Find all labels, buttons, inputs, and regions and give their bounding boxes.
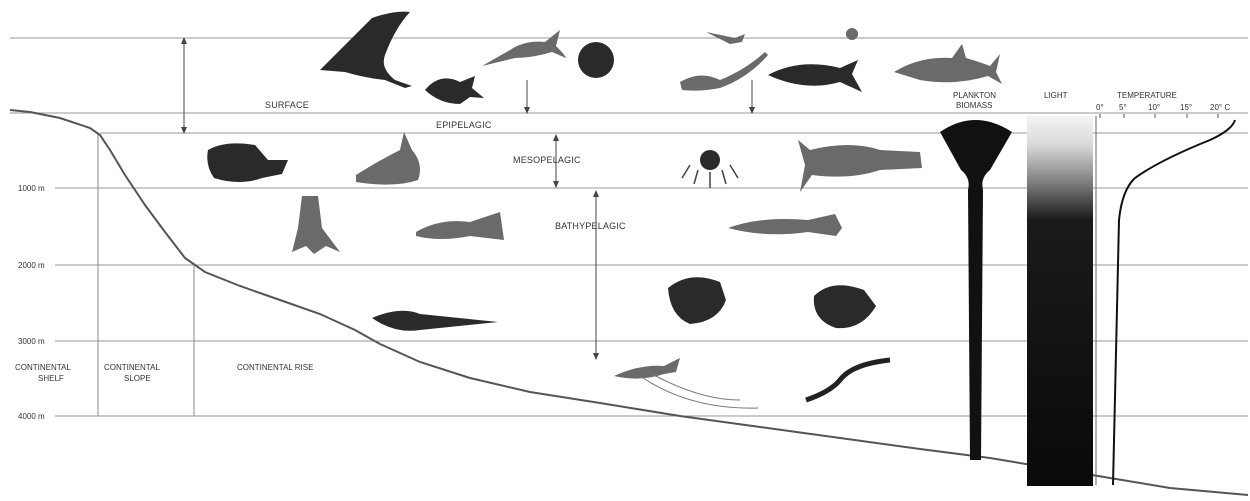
temp-tick-15: 15° xyxy=(1180,103,1192,112)
temperature-label: TEMPERATURE xyxy=(1117,91,1177,100)
tripod-fish-fins xyxy=(640,374,758,408)
manta-ray-icon xyxy=(320,12,412,88)
zone-label-surface: SURFACE xyxy=(265,100,309,110)
bathypelagic-arrow xyxy=(593,190,599,360)
tuna-icon xyxy=(768,60,862,92)
siphonophore-icon xyxy=(682,150,738,188)
lanternfish-icon xyxy=(728,214,842,236)
rise-label: CONTINENTAL RISE xyxy=(237,363,313,372)
jack-fish-icon xyxy=(425,76,484,104)
depth-label-2000: 2000 m xyxy=(18,261,45,270)
slope-label-line2: SLOPE xyxy=(124,374,151,383)
eel-surface-icon xyxy=(680,52,768,91)
zone-label-mesopelagic: MESOPELAGIC xyxy=(513,155,581,165)
jellyfish-icon xyxy=(846,28,858,40)
light-gradient-panel xyxy=(1027,116,1093,486)
squid-icon xyxy=(292,196,340,254)
temperature-curve xyxy=(1113,120,1235,485)
zone-label-epipelagic: EPIPELAGIC xyxy=(436,120,492,130)
depth-label-3000: 3000 m xyxy=(18,337,45,346)
shelf-label-line1: CONTINENTAL xyxy=(15,363,71,372)
plankton-label-line1: PLANKTON xyxy=(953,91,996,100)
depth-label-1000: 1000 m xyxy=(18,184,45,193)
shelf-label-line2: SHELF xyxy=(38,374,64,383)
deep-eel-icon xyxy=(806,360,890,400)
surface-depth-arrow xyxy=(181,37,187,134)
tripod-fish-icon xyxy=(614,358,680,379)
temp-tick-5: 5° xyxy=(1119,103,1127,112)
sunfish-icon xyxy=(578,42,614,78)
shrimp-icon xyxy=(356,132,420,185)
gulper-icon xyxy=(416,212,504,240)
plankton-biomass-shape xyxy=(940,120,1012,460)
depth-label-4000: 4000 m xyxy=(18,412,45,421)
swordfish-icon xyxy=(482,30,566,66)
temp-tick-0: 0° xyxy=(1096,103,1104,112)
hatchetfish-icon xyxy=(207,143,288,182)
anglerfish-icon xyxy=(668,262,726,324)
anglerfish-2-icon xyxy=(814,285,876,328)
light-label: LIGHT xyxy=(1044,91,1068,100)
temperature-ticks: 0° 5° 10° 15° 20° C xyxy=(1096,103,1230,118)
zone-label-bathypelagic: BATHYPELAGIC xyxy=(555,221,626,231)
temp-tick-10: 10° xyxy=(1148,103,1160,112)
rattail-icon xyxy=(372,298,498,331)
shark-icon xyxy=(894,44,1002,84)
slope-label-line1: CONTINENTAL xyxy=(104,363,160,372)
lobster-icon xyxy=(798,140,922,192)
plankton-label-line2: BIOMASS xyxy=(956,101,992,110)
temp-tick-20: 20° C xyxy=(1210,103,1230,112)
